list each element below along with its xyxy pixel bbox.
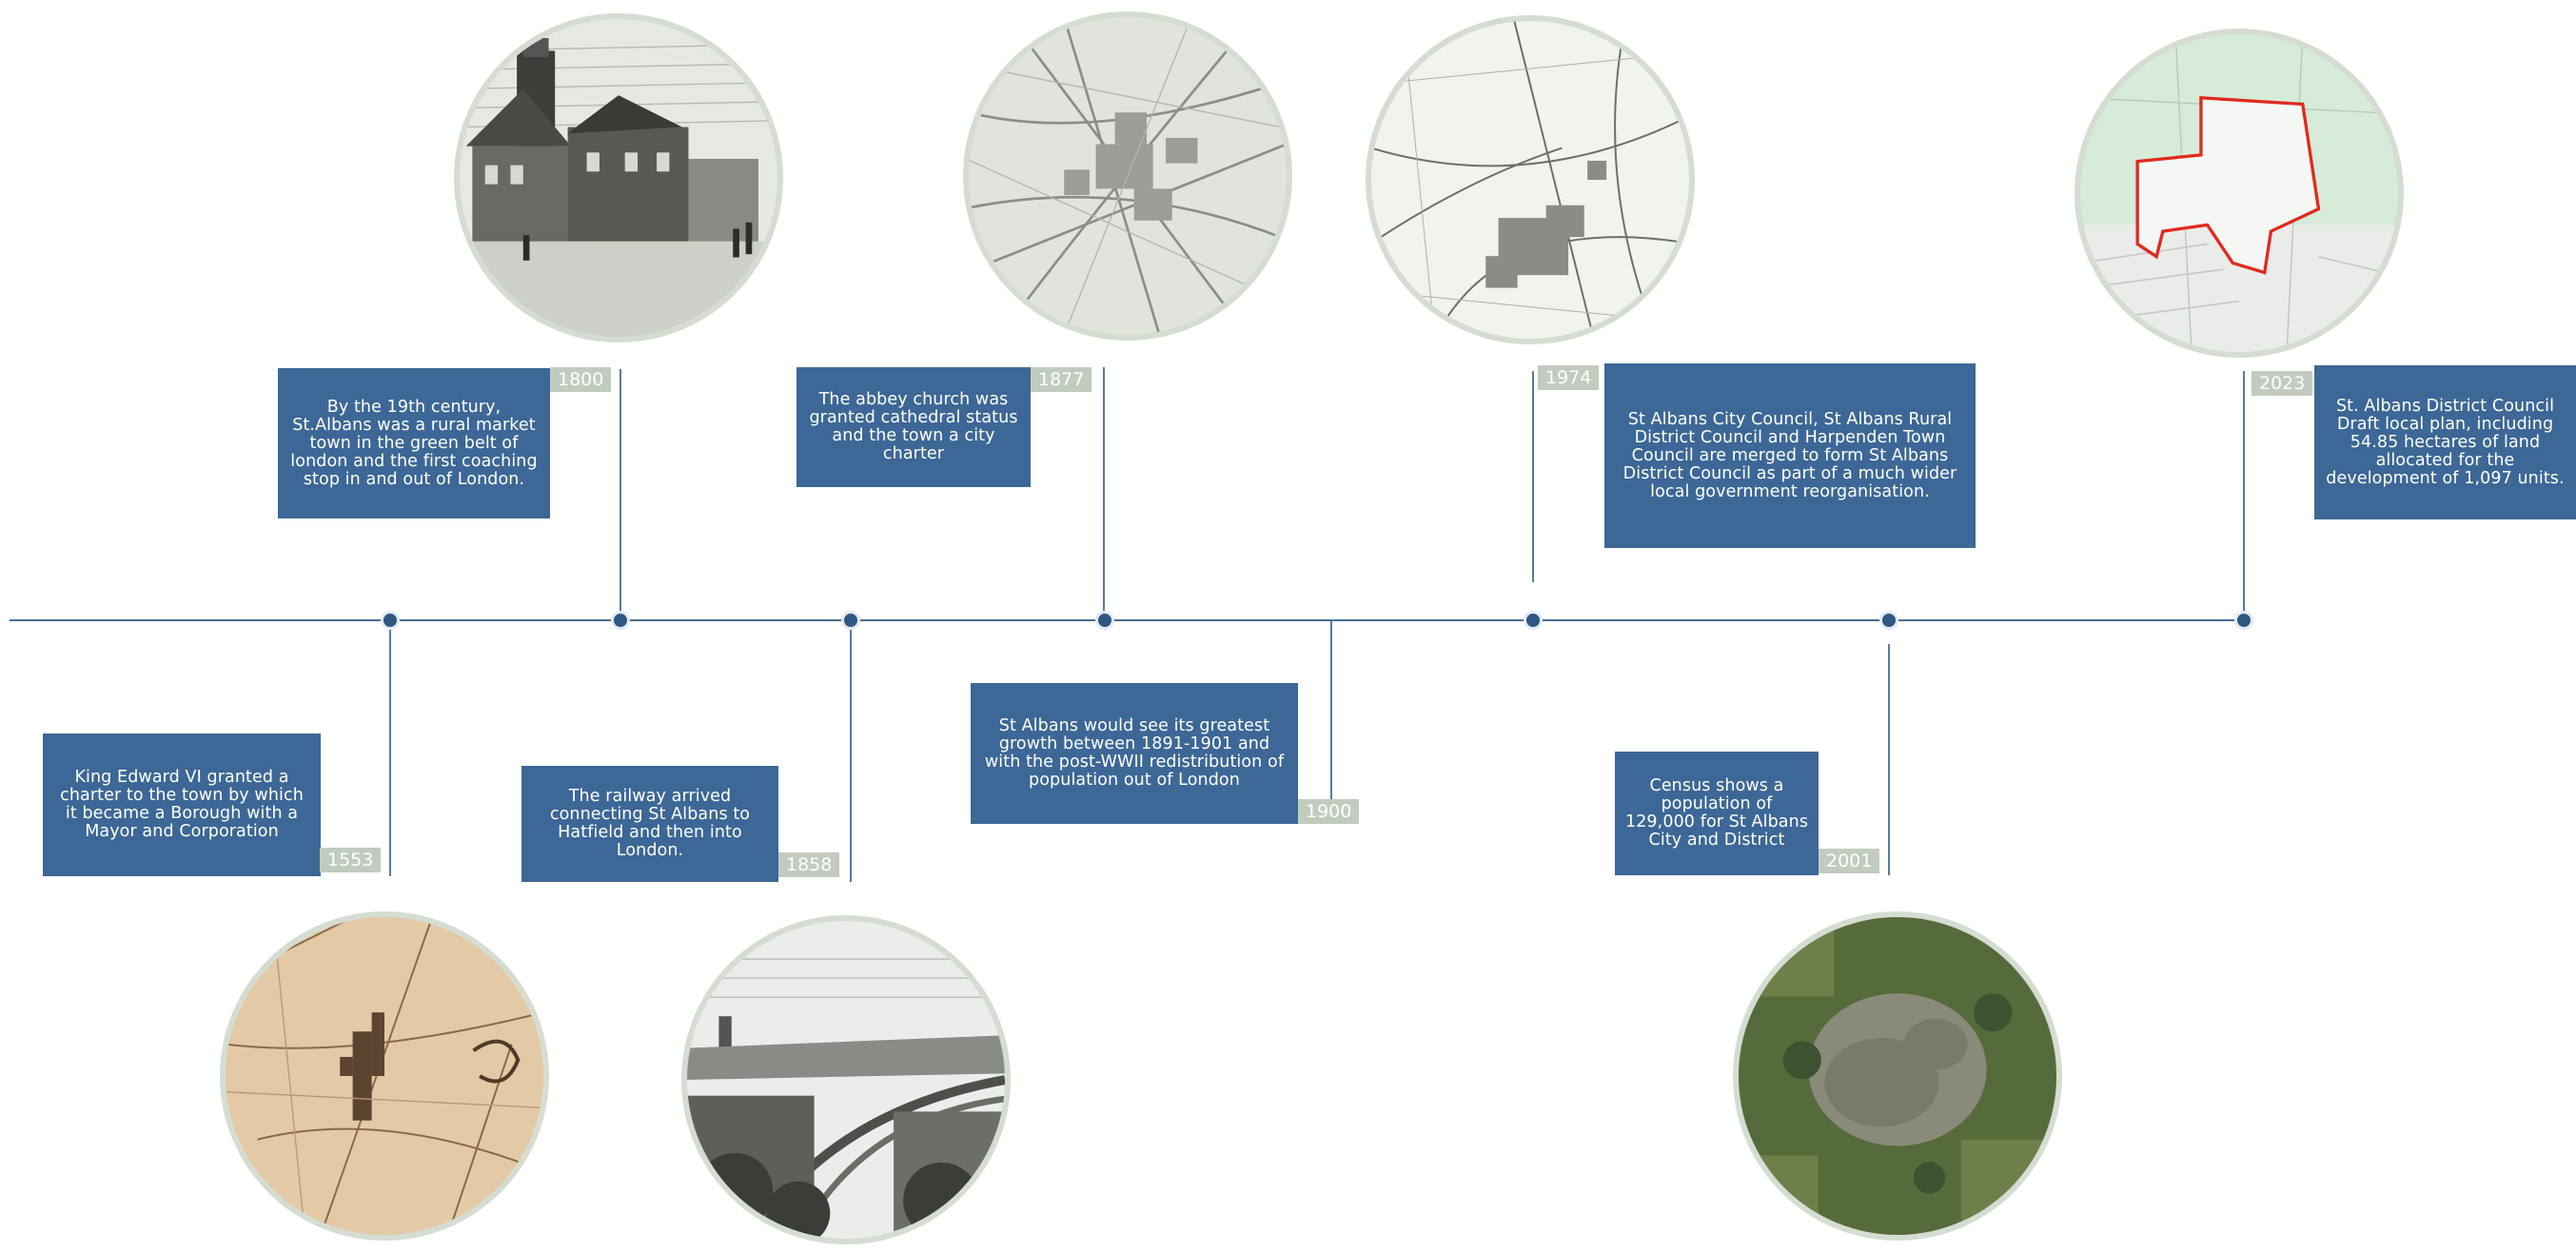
event-1974-text: St Albans City Council, St Albans Rural … [1622,409,1957,501]
timeline-dot [1524,611,1543,630]
event-2023-box: St. Albans District Council Draft local … [2314,365,2576,519]
event-1877-box: The abbey church was granted cathedral s… [796,367,1031,487]
event-1800-year: 1800 [550,367,612,392]
event-1800-text: By the 19th century, St.Albans was a rur… [290,397,538,489]
event-1900-text: St Albans would see its greatest growth … [984,716,1285,790]
event-2001-text: Census shows a population of 129,000 for… [1624,776,1809,850]
event-1553-box: King Edward VI granted a charter to the … [43,734,321,876]
stem-1858 [850,629,852,882]
timeline-dot [2234,611,2253,630]
stem-2001 [1888,644,1890,875]
timeline-dot [611,611,630,630]
stem-1800 [619,369,621,620]
event-1900-box: St Albans would see its greatest growth … [971,683,1298,824]
event-1553-text: King Edward VI granted a charter to the … [60,768,304,841]
local-plan-map-image [2075,29,2404,358]
stem-2023 [2243,371,2245,620]
timeline-dot [1879,611,1898,630]
timeline-dot [1095,611,1114,630]
stem-1974 [1532,371,1534,582]
event-1553-year: 1553 [320,848,382,872]
district-map-image [1366,15,1695,344]
stem-1900 [1330,621,1332,823]
event-1974-year: 1974 [1538,365,1600,390]
town-map-image [963,11,1292,341]
event-2001-year: 2001 [1819,849,1880,873]
event-1858-year: 1858 [778,852,840,877]
event-1900-year: 1900 [1298,799,1360,824]
historic-map-image [220,911,549,1241]
event-1974-box: St Albans City Council, St Albans Rural … [1604,363,1976,548]
aerial-photo-image [1733,911,2062,1241]
event-2001-box: Census shows a population of 129,000 for… [1615,752,1819,875]
event-2023-year: 2023 [2252,371,2313,396]
event-1858-text: The railway arrived connecting St Albans… [549,787,751,860]
event-1800-box: By the 19th century, St.Albans was a rur… [278,368,550,518]
timeline-dot [841,611,860,630]
event-1877-year: 1877 [1031,367,1092,392]
stem-1553 [389,629,391,876]
stem-1877 [1103,367,1105,620]
timeline-dot [381,611,400,630]
event-2023-text: St. Albans District Council Draft local … [2326,396,2565,488]
event-1858-box: The railway arrived connecting St Albans… [521,766,778,882]
street-engraving-image [454,13,783,342]
timeline-axis [10,619,2246,621]
railway-engraving-image [681,915,1011,1244]
event-1877-text: The abbey church was granted cathedral s… [809,390,1018,463]
